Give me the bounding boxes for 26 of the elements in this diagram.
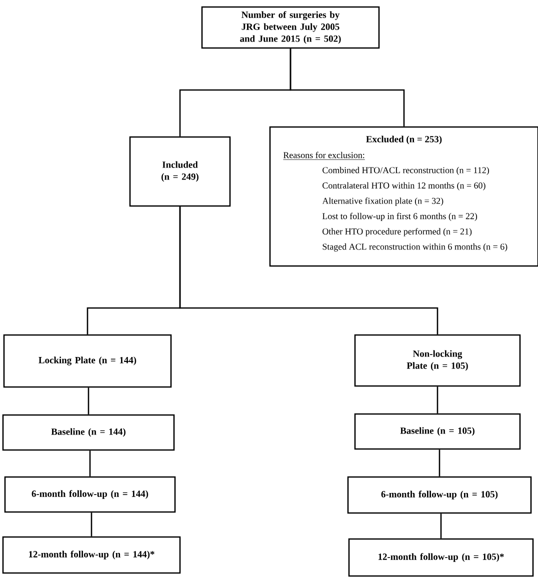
process-box: 6-month follow-up (n = 144) bbox=[4, 476, 176, 513]
process-box: Baseline (n = 144) bbox=[2, 414, 175, 451]
connector-line bbox=[438, 450, 440, 476]
connector-line bbox=[440, 514, 442, 538]
process-box: Locking Plate (n = 144) bbox=[3, 334, 172, 388]
list-item: Other HTO procedure performed (n = 21) bbox=[322, 228, 472, 236]
list-item: Lost to follow-up in first 6 months (n = 22) bbox=[322, 212, 478, 221]
list-item: Combined HTO/ACL reconstruction (n = 112) bbox=[322, 166, 489, 176]
connector-line bbox=[179, 206, 438, 334]
connector-line bbox=[89, 450, 91, 476]
process-box: Non-locking Plate (n = 105) bbox=[354, 334, 521, 387]
connector-line bbox=[88, 388, 90, 414]
process-box: 6-month follow-up (n = 105) bbox=[347, 476, 532, 514]
subheading: Reasons for exclusion: bbox=[283, 152, 366, 160]
connector-line bbox=[436, 386, 438, 414]
process-box: 12-month follow-up (n = 105)* bbox=[348, 538, 534, 577]
process-box: Baseline (n = 105) bbox=[354, 413, 521, 450]
list-item: Alternative fixation plate (n = 32) bbox=[322, 197, 444, 206]
process-box: 12-month follow-up (n = 144)* bbox=[2, 536, 181, 574]
connector-line bbox=[179, 48, 292, 136]
list-item: Staged ACL reconstruction within 6 months (n = 6) bbox=[322, 243, 508, 252]
connector-line bbox=[90, 512, 92, 536]
process-box: Number of surgeries by JRG between July 2005 and June 2015 (n = 502) bbox=[201, 6, 380, 49]
box-heading: Excluded (n = 253) bbox=[366, 136, 442, 144]
list-item: Contralateral HTO within 12 months (n = 60) bbox=[322, 182, 486, 190]
process-box: Included (n = 249) bbox=[129, 136, 231, 207]
